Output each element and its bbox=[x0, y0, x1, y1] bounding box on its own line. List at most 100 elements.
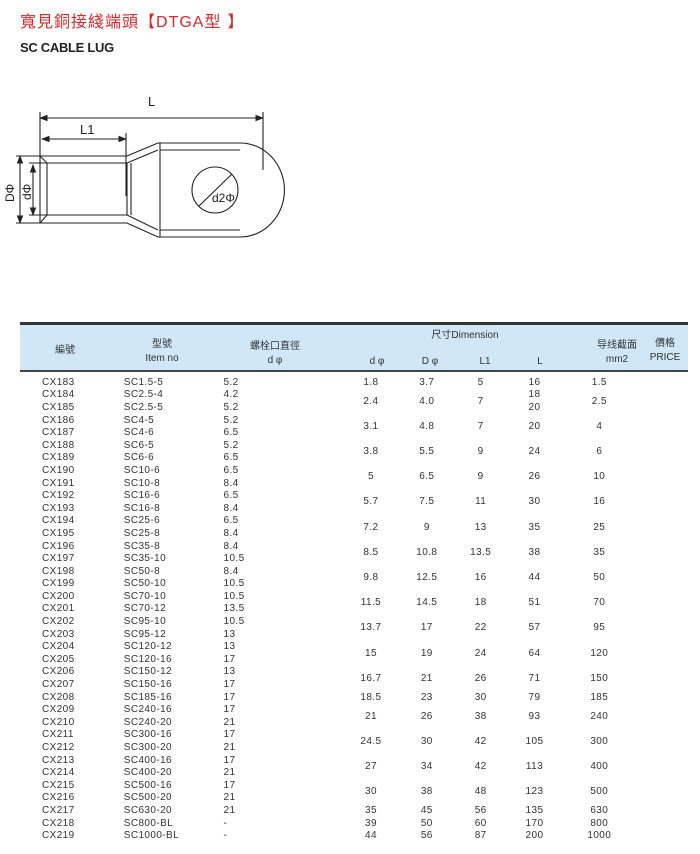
item-model: SC240-20 bbox=[123, 716, 172, 728]
item-code: CX197 bbox=[42, 553, 75, 565]
item-code: CX200 bbox=[42, 590, 75, 602]
bolt-diameter: 17 bbox=[223, 779, 236, 791]
item-code: CX211 bbox=[42, 729, 74, 741]
bolt-diameter: 6.5 bbox=[223, 464, 239, 476]
dim-D: 56 bbox=[420, 830, 433, 842]
bolt-diameter: 17 bbox=[223, 653, 236, 665]
item-model: SC185-16 bbox=[123, 691, 172, 703]
item-model: SC35-8 bbox=[123, 540, 161, 552]
dim-L1: 9 bbox=[477, 471, 484, 483]
item-code: CX218 bbox=[42, 817, 75, 829]
cable-lug-diagram: L L1 d2Φ DΦ dΦ bbox=[3, 94, 286, 238]
price bbox=[638, 389, 688, 414]
item-model: SC4-5 bbox=[123, 414, 155, 426]
bolt-diameter: 10.5 bbox=[223, 616, 245, 628]
item-model: SC6-5 bbox=[123, 439, 155, 451]
bolt-diameter: 17 bbox=[223, 691, 236, 703]
dim-L1: 16 bbox=[474, 572, 487, 583]
dim-D: 14.5 bbox=[416, 597, 438, 609]
item-model: SC6-6 bbox=[123, 452, 155, 464]
bolt-diameter: 21 bbox=[223, 804, 236, 816]
col-model: 型號 bbox=[152, 339, 172, 350]
price bbox=[638, 376, 688, 389]
col-model-en: Item no bbox=[145, 353, 179, 364]
item-code: CX219 bbox=[42, 830, 75, 842]
item-code: CX199 bbox=[42, 578, 75, 590]
item-code: CX198 bbox=[42, 565, 75, 577]
item-code: CX193 bbox=[42, 502, 75, 514]
col-L1: L1 bbox=[479, 356, 491, 367]
dim-d: 2.4 bbox=[363, 395, 379, 407]
dim-D: 34 bbox=[420, 760, 433, 772]
dim-D: 17 bbox=[420, 622, 433, 634]
dim-L1: 26 bbox=[474, 672, 487, 684]
item-model: SC630-20 bbox=[123, 804, 172, 816]
col-dimension: 尺寸Dimension bbox=[431, 330, 499, 341]
dim-L1: 42 bbox=[474, 760, 487, 772]
bolt-diameter: 21 bbox=[223, 716, 236, 728]
bolt-diameter: 6.5 bbox=[223, 427, 239, 439]
dim-D: 10.8 bbox=[416, 546, 438, 558]
dim-d: 3.1 bbox=[363, 420, 379, 432]
dim-L: 51 bbox=[528, 597, 541, 609]
bolt-diameter: 13.5 bbox=[223, 603, 245, 615]
bolt-diameter: 4.2 bbox=[223, 389, 239, 401]
dim-L: 71 bbox=[528, 672, 541, 684]
section-mm2: 150 bbox=[590, 672, 609, 684]
item-model: SC240-16 bbox=[123, 704, 172, 716]
dim-L: 170 bbox=[525, 817, 544, 829]
bolt-diameter: 13 bbox=[223, 628, 236, 640]
dim-D: 6.5 bbox=[419, 471, 435, 483]
item-code: CX195 bbox=[42, 527, 75, 539]
item-model: SC500-20 bbox=[123, 792, 172, 804]
dim-D: 9 bbox=[423, 521, 430, 533]
section-mm2: 10 bbox=[593, 471, 606, 483]
item-model: SC35-10 bbox=[123, 553, 167, 565]
section-mm2: 300 bbox=[590, 735, 609, 747]
section-mm2: 35 bbox=[593, 546, 606, 558]
dim-d: 5 bbox=[367, 471, 374, 483]
item-code: CX209 bbox=[42, 704, 75, 716]
price bbox=[638, 590, 688, 615]
price bbox=[638, 703, 688, 728]
col-L: L bbox=[537, 356, 543, 367]
dim-L: 18 bbox=[528, 389, 541, 401]
dim-D: 4.8 bbox=[419, 420, 435, 432]
bolt-diameter: 8.4 bbox=[223, 477, 239, 489]
item-model: SC500-16 bbox=[123, 779, 172, 791]
price bbox=[638, 779, 688, 804]
section-mm2: 240 bbox=[590, 710, 609, 722]
dim-L1: 18 bbox=[474, 597, 487, 609]
item-code: CX184 bbox=[42, 389, 75, 401]
section-mm2: 16 bbox=[593, 496, 606, 508]
item-code: CX203 bbox=[42, 628, 75, 640]
dim-L: 64 bbox=[528, 647, 541, 659]
item-model: SC16-6 bbox=[123, 490, 161, 502]
item-model: SC95-10 bbox=[123, 616, 167, 628]
section-mm2: 1000 bbox=[587, 830, 612, 842]
dim-L: 24 bbox=[528, 446, 541, 458]
dim-L: 93 bbox=[528, 710, 541, 722]
item-model: SC25-8 bbox=[123, 527, 161, 539]
bolt-diameter: 13 bbox=[223, 641, 236, 653]
item-model: SC2.5-4 bbox=[123, 389, 164, 401]
dim-D: 26 bbox=[420, 710, 433, 722]
label-d: dΦ bbox=[20, 184, 34, 200]
dim-L: 113 bbox=[525, 760, 544, 772]
price bbox=[638, 515, 688, 540]
item-model: SC25-6 bbox=[123, 515, 161, 527]
item-code: CX213 bbox=[42, 754, 75, 766]
